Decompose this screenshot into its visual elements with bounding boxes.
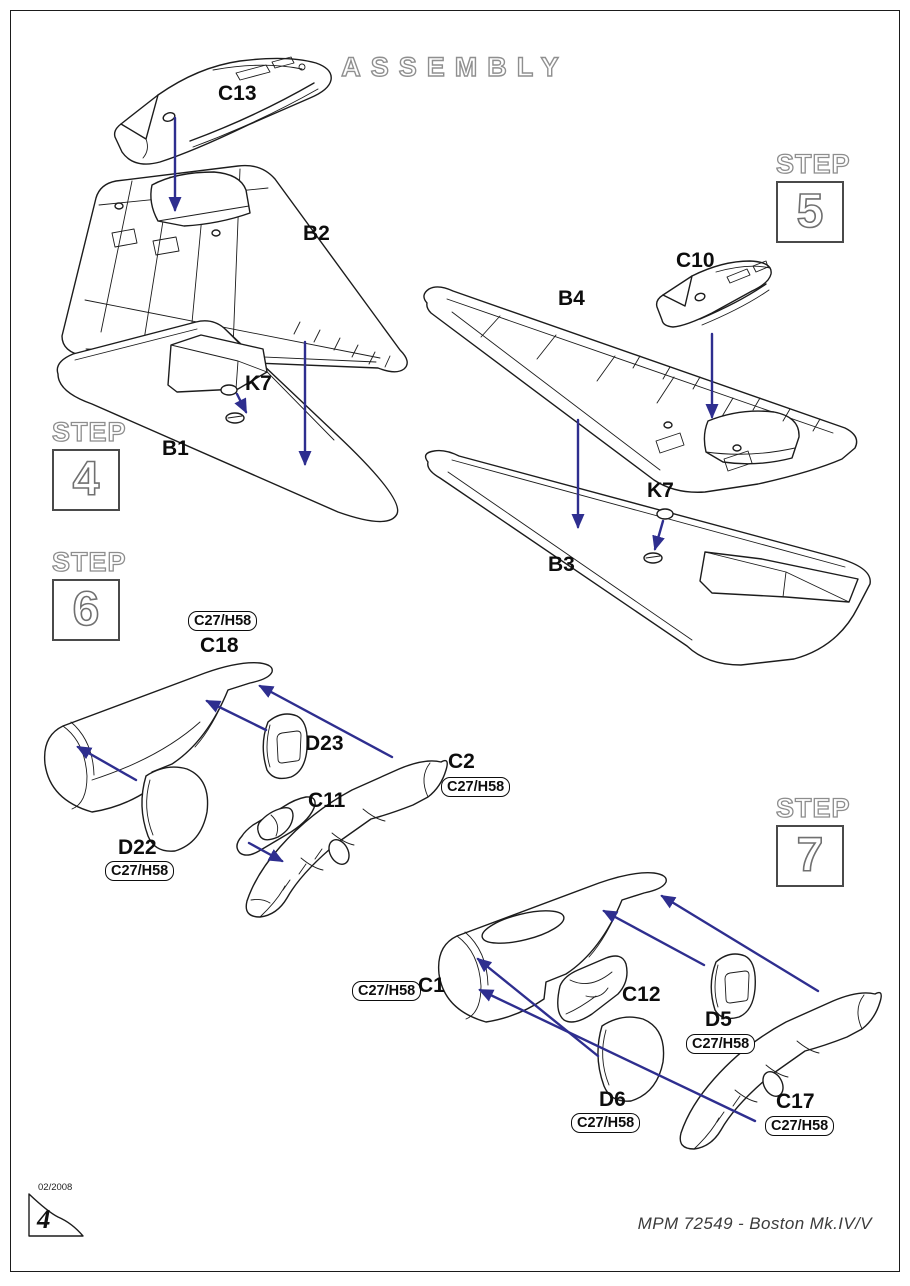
arrow-d23-to-c18 [205,699,268,732]
arrow-c11-to-c2 [247,841,284,863]
part-label-c12: C12 [622,983,661,1006]
part-b1-wing-drawing [56,320,399,523]
paint-badge-c1: C27/H58 [352,981,422,1001]
arrow-d22-to-c18 [76,745,138,782]
part-label-c10: C10 [676,249,715,272]
arrow-d6-to-c1 [478,988,757,1123]
part-label-d6: D6 [599,1088,626,1111]
part-label-k7-right: K7 [647,479,674,502]
paint-badge-c17: C27/H58 [765,1116,835,1136]
part-label-b2: B2 [303,222,330,245]
step-number-box: 7 [776,825,844,887]
paint-badge-c2: C27/H58 [441,777,511,797]
step-number-box: 5 [776,181,844,243]
part-label-c17: C17 [776,1090,815,1113]
step-7-marker: STEP 7 [775,793,851,887]
arrow-k7-right [652,519,665,551]
step-number: 5 [796,185,824,238]
assembly-arrows [76,116,820,1123]
paint-badge-d6: C27/H58 [571,1113,641,1133]
paint-badge-d22: C27/H58 [105,861,175,881]
arrow-c12-to-c1 [476,957,600,1058]
page-border [10,10,900,1272]
part-label-c1: C1 [418,974,445,997]
part-label-k7-left: K7 [245,372,272,395]
step-number: 7 [796,829,824,882]
part-b3-wing-drawing [424,449,871,666]
arrow-d5-to-c1 [602,909,706,967]
step-label: STEP [775,793,851,823]
part-b4-wing-drawing [423,286,858,493]
step-label: STEP [775,149,851,179]
part-label-b3: B3 [548,553,575,576]
arrow-k7-left [234,392,248,414]
footer-date: 02/2008 [38,1182,73,1193]
part-label-d23: D23 [305,732,344,755]
part-d22-bulkhead-drawing [141,766,209,852]
part-label-d5: D5 [705,1008,732,1031]
arrow-c2-to-c18 [258,684,394,759]
step-label: STEP [51,547,127,577]
part-c1-fuselage-drawing [437,872,667,1023]
page-corner-mark [28,1193,84,1237]
part-label-d22: D22 [118,836,157,859]
step-number-box: 6 [52,579,120,641]
step-5-marker: STEP 5 [775,149,851,243]
page-title: ASSEMBLY [341,51,569,82]
page-number: 4 [37,1204,51,1234]
paint-badge-c18: C27/H58 [188,611,258,631]
part-d5-window-drawing [710,953,756,1020]
step-number: 6 [72,583,100,636]
step-number: 4 [72,453,100,506]
step-6-marker: STEP 6 [51,547,127,641]
part-d6-bulkhead-drawing [597,1016,665,1102]
arrow-c17-to-c1 [660,894,820,993]
part-label-b4: B4 [558,287,585,310]
part-label-c11: C11 [308,789,346,812]
part-c11-interior-drawing [236,796,316,856]
step-number-box: 4 [52,449,120,511]
part-label-b1: B1 [162,437,189,460]
part-label-c18: C18 [200,634,239,657]
part-c12-floor-drawing [557,955,628,1023]
part-d23-window-drawing [262,713,308,780]
part-label-c2: C2 [448,750,475,773]
step-label: STEP [51,417,127,447]
part-label-c13: C13 [218,82,257,105]
part-c18-fuselage-drawing [43,662,273,813]
part-c2-fuselage-drawing [245,759,448,918]
paint-badge-d5: C27/H58 [686,1034,756,1054]
kit-title: MPM 72549 - Boston Mk.IV/V [637,1214,872,1233]
part-c10-nacelle-drawing [655,260,772,328]
step-4-marker: STEP 4 [51,417,127,511]
